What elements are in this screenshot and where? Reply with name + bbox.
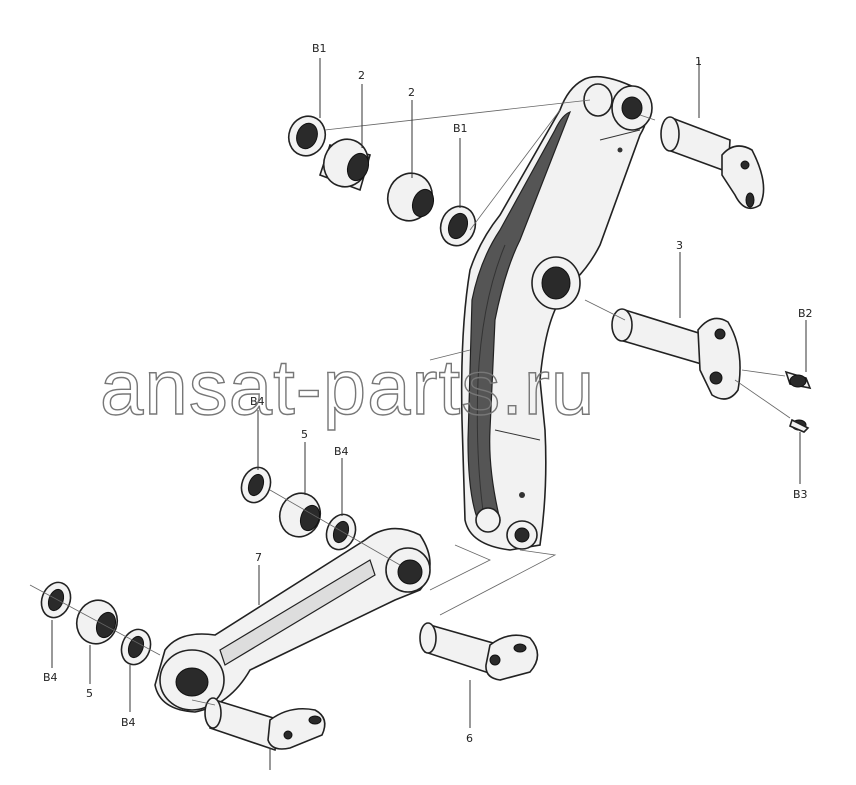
label-pin-1: 1: [695, 55, 702, 68]
pin-part-3: [611, 308, 741, 400]
bushing-2-right: [386, 172, 435, 222]
assembly-guide-lines: [29, 99, 791, 706]
washer-b1-top-left: [287, 115, 327, 157]
bushing-5-upper: [278, 492, 322, 538]
watermark-text: ansat-parts.ru: [100, 343, 595, 431]
washer-b4-upper-left: [240, 466, 272, 504]
label-b4-upper-left: B4: [250, 395, 265, 408]
washer-b4-lower-right: [120, 628, 152, 666]
label-pin-6: 6: [466, 732, 473, 745]
label-bushing-2-left: 2: [358, 69, 365, 82]
link-part-7: [154, 527, 431, 713]
label-b4-lower-left: B4: [43, 671, 58, 684]
washer-b1-right: [439, 205, 477, 247]
label-link-7: 7: [255, 551, 262, 564]
bushing-2-left: [318, 138, 371, 192]
washer-b4-upper-right: [325, 513, 357, 551]
label-b4-lower-right: B4: [121, 716, 136, 729]
label-b3: B3: [793, 488, 808, 501]
bolt-b3: [789, 418, 810, 433]
washer-b4-lower-left: [40, 581, 72, 619]
label-b4-upper-right: B4: [334, 445, 349, 458]
pin-under-link: [204, 697, 326, 752]
label-b1-right: B1: [453, 122, 468, 135]
pin-part-1: [660, 116, 765, 210]
label-bushing-5-lower: 5: [86, 687, 93, 700]
pin-part-6: [419, 622, 539, 681]
label-pin-3: 3: [676, 239, 683, 252]
bolt-b2: [784, 370, 812, 390]
label-bushing-5-upper: 5: [301, 428, 308, 441]
main-lever-arm: [460, 75, 653, 551]
leader-lines: [51, 58, 807, 770]
bushing-5-lower: [75, 599, 119, 645]
label-b2: B2: [798, 307, 813, 320]
label-b1-top-left: B1: [312, 42, 327, 55]
part-labels: B1 2 2 B1 1 3 B2 B3 B4 5 B4 7 B4 5 B4 6: [43, 42, 813, 745]
label-bushing-2-right: 2: [408, 86, 415, 99]
